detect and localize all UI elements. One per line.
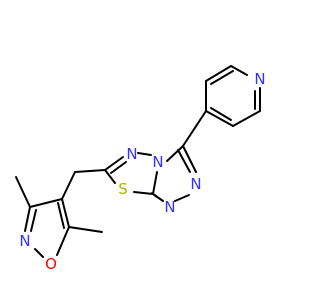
bond bbox=[174, 194, 190, 202]
bond bbox=[104, 169, 116, 184]
bond bbox=[230, 65, 248, 76]
bond bbox=[57, 202, 65, 229]
triazole-nitrogen-label: N bbox=[190, 175, 201, 193]
bridge-nitrogen-label: N bbox=[152, 153, 163, 171]
bond bbox=[205, 110, 234, 127]
isoxazole-nitrogen-label: N bbox=[19, 232, 30, 250]
bond bbox=[61, 171, 76, 200]
bond bbox=[182, 110, 207, 147]
molecule-canvas: N N N N N S N O bbox=[15, 65, 266, 273]
molecule-structure-diagram: N N N N N S N O bbox=[15, 65, 266, 273]
bond bbox=[232, 110, 261, 127]
bond bbox=[30, 209, 37, 232]
atom-labels: N N N N N S N O bbox=[19, 70, 265, 273]
bond bbox=[74, 169, 106, 173]
bond bbox=[110, 161, 127, 174]
isoxazole-oxygen-label: O bbox=[45, 255, 57, 273]
bonds bbox=[15, 65, 261, 258]
bond bbox=[166, 145, 184, 162]
bond bbox=[104, 156, 124, 171]
bond bbox=[210, 107, 232, 121]
thiadiazole-nitrogen-label: N bbox=[126, 145, 137, 163]
bond bbox=[29, 198, 63, 208]
bond bbox=[15, 176, 31, 208]
triazole-nitrogen-label: N bbox=[164, 198, 175, 216]
bond bbox=[152, 171, 158, 195]
bond bbox=[133, 191, 154, 195]
bond bbox=[68, 226, 103, 233]
bond bbox=[205, 65, 232, 82]
bond bbox=[137, 152, 152, 156]
bond bbox=[182, 145, 197, 173]
sulfur-label: S bbox=[118, 180, 128, 198]
bond bbox=[24, 206, 31, 232]
pyridine-nitrogen-label: N bbox=[254, 70, 265, 88]
bond bbox=[56, 226, 70, 256]
bond bbox=[210, 70, 234, 85]
bond bbox=[177, 149, 191, 173]
bond bbox=[34, 248, 44, 258]
bond bbox=[61, 198, 70, 228]
